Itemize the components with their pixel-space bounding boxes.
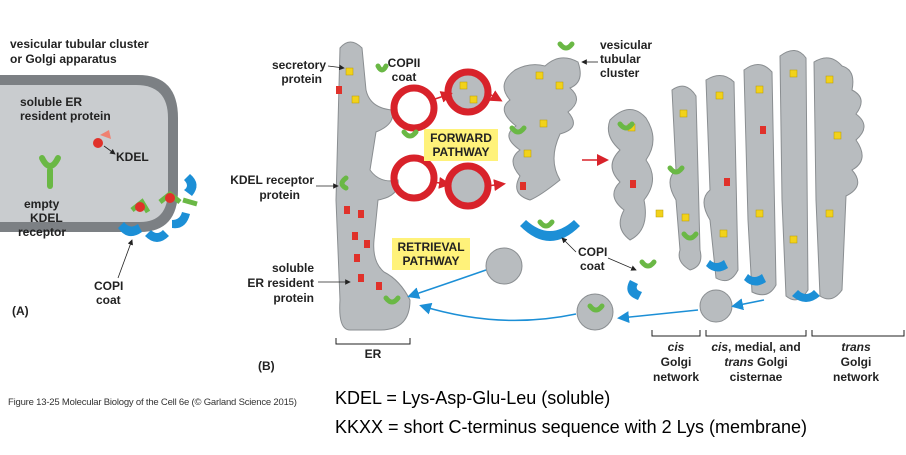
bound-receptors-a: [130, 190, 198, 214]
trans-golgi-2: Golgi: [841, 355, 872, 369]
panel-b: FORWARD PATHWAY RETRIEVAL PATHWAY secret…: [230, 38, 905, 384]
vtc-label-3: cluster: [600, 66, 640, 80]
retrieval-pathway-1: RETRIEVAL: [397, 240, 464, 254]
retrieval-pathway-box: [392, 238, 470, 270]
copi-coat-a: [118, 174, 197, 242]
cisternae-line-1: cis, medial, and: [711, 340, 800, 354]
panel-b-label: (B): [258, 359, 275, 373]
vtc-membrane: [503, 57, 581, 201]
forward-pathway-1: FORWARD: [430, 131, 492, 145]
retrieval-pathway-2: PATHWAY: [402, 254, 459, 268]
kdel-protein-a: [93, 130, 111, 148]
kdel-receptor-label-2: protein: [259, 188, 300, 202]
golgi-stack: [607, 50, 865, 301]
vtc-label-2: tubular: [600, 52, 641, 66]
vtc-label-1: vesicular: [600, 38, 652, 52]
panel-a-empty-1: empty: [24, 197, 60, 211]
copii-label-2: coat: [392, 70, 417, 84]
panel-a-soluble-1: soluble ER: [20, 95, 82, 109]
soluble-label-2: ER resident: [247, 276, 314, 290]
kdel-receptor-label-1: KDEL receptor: [230, 173, 314, 187]
panel-a-copi-2: coat: [96, 293, 121, 307]
panel-a: vesicular tubular cluster or Golgi appar…: [0, 37, 198, 318]
kdel-definition: KDEL = Lys-Asp-Glu-Leu (soluble): [335, 388, 611, 408]
er-resident-proteins: [336, 86, 766, 290]
forward-pathway-box: [424, 129, 498, 161]
copi-label-2: coat: [580, 259, 605, 273]
copi-label-1: COPI: [578, 245, 607, 259]
figure-caption: Figure 13-25 Molecular Biology of the Ce…: [8, 397, 297, 408]
cisternae-line-3: cisternae: [730, 370, 783, 384]
panel-a-title-2: or Golgi apparatus: [10, 52, 117, 66]
soluble-label-1: soluble: [272, 261, 314, 275]
panel-a-title-1: vesicular tubular cluster: [10, 37, 149, 51]
trans-golgi-1: trans: [841, 340, 871, 354]
cisternae-line-2: trans Golgi: [724, 355, 787, 369]
cis-golgi-2: Golgi: [661, 355, 692, 369]
empty-kdel-receptor-a: [39, 155, 61, 189]
er-label: ER: [365, 347, 382, 361]
panel-a-empty-3: receptor: [18, 225, 66, 239]
cis-golgi-3: network: [653, 370, 699, 384]
copii-label-1: COPII: [388, 56, 421, 70]
trans-golgi-3: network: [833, 370, 879, 384]
region-brackets: [335, 330, 905, 345]
soluble-label-3: protein: [273, 291, 314, 305]
golgi-lumen-a: [0, 85, 168, 222]
panel-a-label: (A): [12, 304, 29, 318]
panel-a-kdel: KDEL: [116, 150, 149, 164]
panel-a-soluble-2: resident protein: [20, 109, 111, 123]
secretory-label-2: protein: [281, 72, 322, 86]
secretory-label-1: secretory: [272, 58, 326, 72]
kdel-receptors-b: [339, 41, 699, 313]
cis-golgi-1: cis: [668, 340, 685, 354]
panel-a-copi-1: COPI: [94, 279, 123, 293]
copi-coats-b: [520, 220, 820, 302]
forward-pathway-2: PATHWAY: [432, 145, 489, 159]
kkxx-definition: KKXX = short C-terminus sequence with 2 …: [335, 417, 808, 437]
panel-a-empty-2: KDEL: [30, 211, 63, 225]
